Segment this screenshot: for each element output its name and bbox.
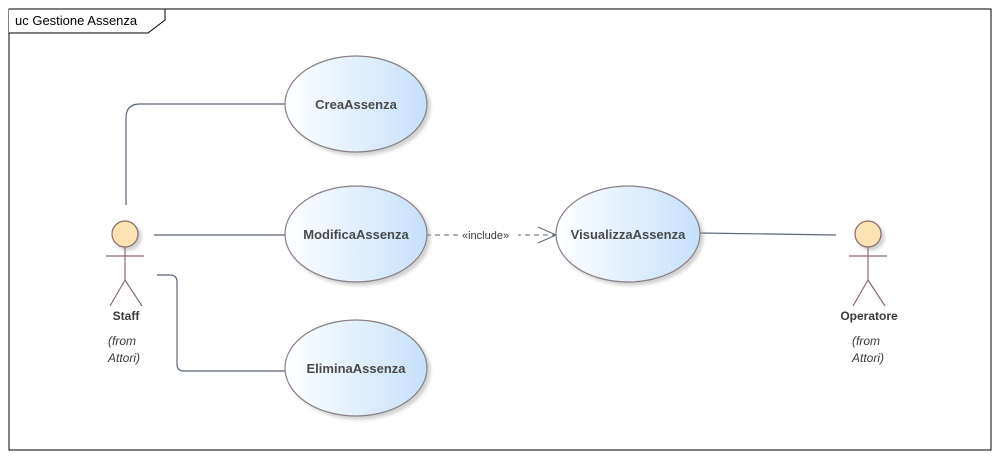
- stick-figure-icon: [106, 220, 144, 307]
- use-case-visualizza-assenza[interactable]: VisualizzaAssenza: [555, 185, 701, 283]
- use-case-label: ModificaAssenza: [303, 227, 409, 242]
- frame-title: uc Gestione Assenza: [15, 13, 138, 28]
- use-case-label: CreaAssenza: [315, 97, 397, 112]
- diagram-frame: [8, 8, 992, 451]
- actor-name: Staff: [113, 309, 141, 323]
- use-case-elimina-assenza[interactable]: EliminaAssenza: [284, 319, 428, 417]
- use-case-ellipse: [284, 319, 428, 417]
- use-case-modifica-assenza[interactable]: ModificaAssenza: [284, 185, 428, 283]
- frame-title-tab: [9, 8, 166, 34]
- association-staff-elimina[interactable]: [157, 274, 285, 372]
- include-label: «include»: [462, 230, 509, 242]
- use-case-crea-assenza[interactable]: CreaAssenza: [284, 55, 428, 153]
- use-case-ellipse: [284, 185, 428, 283]
- actor-from-line2: Attori): [851, 351, 884, 365]
- include-label-bg: [460, 227, 518, 242]
- use-case-ellipse: [284, 55, 428, 153]
- actor-from-line2: Attori): [107, 351, 140, 365]
- actor-name: Operatore: [840, 309, 898, 323]
- actor-from-line1: (from: [852, 334, 880, 348]
- actor-operatore[interactable]: Operatore (from Attori): [840, 220, 898, 365]
- use-case-label: EliminaAssenza: [307, 361, 407, 376]
- association-visualizza-operatore[interactable]: [699, 232, 837, 236]
- actor-from-line1: (from: [108, 334, 136, 348]
- use-case-label: VisualizzaAssenza: [571, 227, 686, 242]
- stick-figure-icon: [849, 220, 887, 307]
- actor-staff[interactable]: Staff (from Attori): [106, 220, 144, 365]
- association-staff-crea[interactable]: [125, 103, 285, 205]
- use-case-ellipse: [555, 185, 701, 283]
